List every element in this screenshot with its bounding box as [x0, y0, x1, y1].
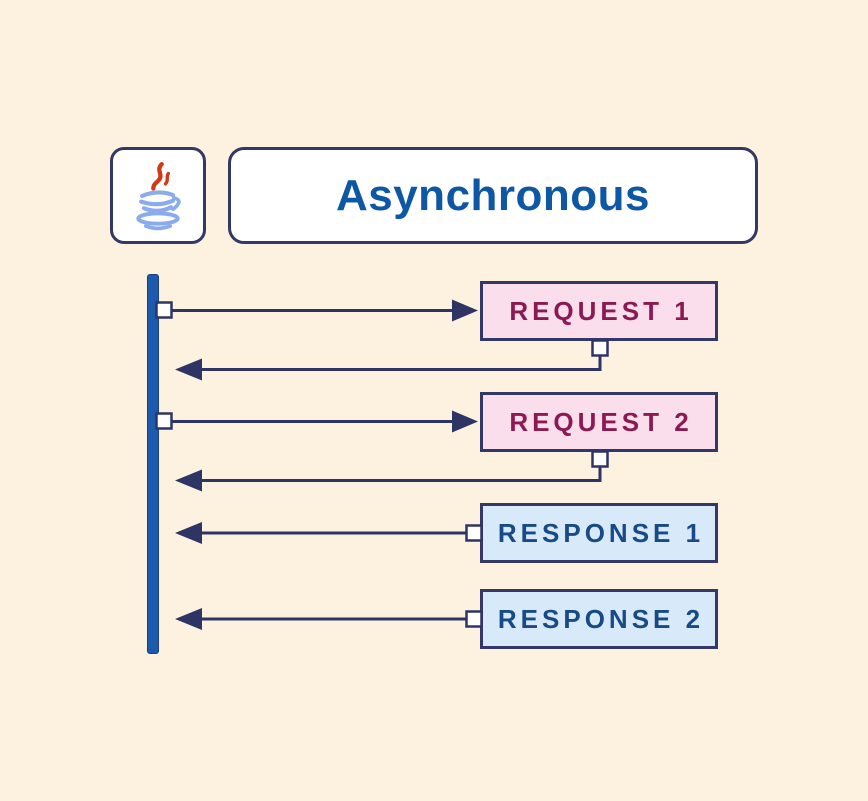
request-1-return-arrow	[175, 339, 609, 381]
request-1-arrow	[155, 299, 478, 322]
response-2-box: RESPONSE 2	[480, 589, 718, 649]
request-2-box: REQUEST 2	[480, 392, 718, 452]
request-2-arrow	[155, 410, 478, 433]
java-cup-body-2	[141, 204, 174, 213]
java-cup-handle	[171, 195, 181, 211]
request-2-return-arrow	[175, 450, 609, 492]
response-1-arrow	[175, 522, 483, 544]
response-1-box: RESPONSE 1	[480, 503, 718, 563]
java-cup-body-1	[139, 198, 176, 206]
diagram-title: Asynchronous	[335, 170, 651, 220]
java-saucer	[136, 210, 180, 226]
java-cup-rim	[140, 189, 176, 198]
java-logo-icon	[136, 161, 181, 230]
java-steam	[151, 161, 164, 191]
java-saucer-base	[143, 223, 173, 230]
request-1-box: REQUEST 1	[480, 281, 718, 341]
java-logo-box	[110, 147, 206, 244]
java-steam-2	[163, 171, 170, 185]
lifeline-bar	[147, 274, 159, 654]
title-box: Asynchronous	[228, 147, 758, 244]
response-2-arrow	[175, 608, 483, 630]
